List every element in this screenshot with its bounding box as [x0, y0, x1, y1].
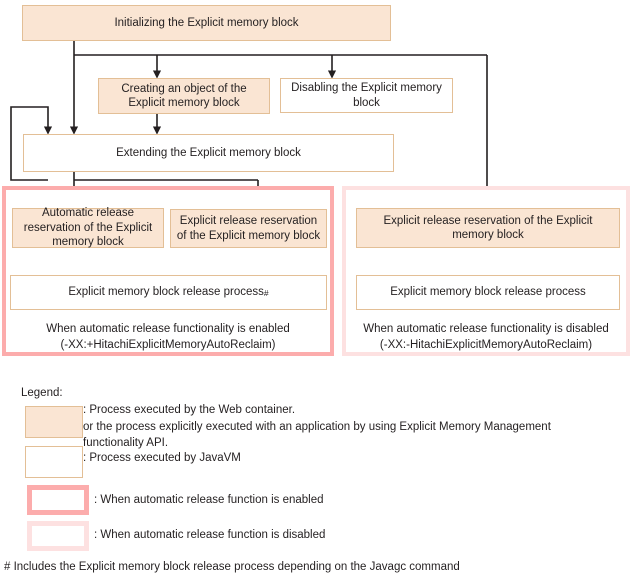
node-disabling-label: Disabling the Explicit memory block [291, 82, 442, 109]
node-automatic-release-reservation-label: Automatic release reservation of the Exp… [23, 207, 153, 249]
node-extending[interactable]: Extending the Explicit memory block [23, 134, 394, 172]
legend-text-web-container-line2: or the process explicitly executed with … [83, 420, 551, 433]
node-release-process-left-label: Explicit memory block release process [68, 286, 264, 299]
legend-swatch-auto-release-disabled [27, 521, 89, 551]
legend-text-javavm-line1: : Process executed by JavaVM [83, 452, 241, 464]
caption-enabled-line2: (-XX:+HitachiExplicitMemoryAutoReclaim) [60, 338, 276, 351]
node-creating-object[interactable]: Creating an object of the Explicit memor… [98, 78, 270, 114]
legend-text-javavm: : Process executed by JavaVM [83, 450, 483, 467]
legend-text-auto-release-enabled: : When automatic release function is ena… [94, 492, 494, 509]
node-explicit-release-reservation-left[interactable]: Explicit release reservation of the Expl… [170, 209, 327, 248]
node-extending-label: Extending the Explicit memory block [116, 146, 301, 159]
node-explicit-release-reservation-right[interactable]: Explicit release reservation of the Expl… [356, 208, 620, 248]
legend-text-web-container: : Process executed by the Web container.… [83, 402, 623, 452]
legend-text-auto-release-enabled-line1: : When automatic release function is ena… [94, 494, 324, 506]
node-initializing[interactable]: Initializing the Explicit memory block [22, 5, 391, 41]
node-explicit-release-reservation-right-label: Explicit release reservation of the Expl… [383, 214, 593, 241]
node-disabling[interactable]: Disabling the Explicit memory block [280, 78, 453, 113]
node-initializing-label: Initializing the Explicit memory block [114, 16, 299, 29]
node-release-process-right-label: Explicit memory block release process [390, 286, 586, 299]
caption-enabled: When automatic release functionality is … [6, 322, 330, 353]
legend-text-web-container-line3: functionality API. [83, 437, 169, 450]
caption-disabled: When automatic release functionality is … [346, 322, 626, 353]
node-explicit-release-reservation-left-label: Explicit release reservation of the Expl… [176, 215, 321, 242]
legend-title: Legend: [21, 387, 63, 399]
legend-swatch-web-container [25, 406, 83, 438]
legend-text-auto-release-disabled-line1: : When automatic release function is dis… [94, 529, 326, 541]
node-creating-object-label: Creating an object of the Explicit memor… [121, 82, 247, 109]
node-automatic-release-reservation[interactable]: Automatic release reservation of the Exp… [12, 207, 164, 249]
caption-enabled-line1: When automatic release functionality is … [46, 323, 290, 335]
legend-text-auto-release-disabled: : When automatic release function is dis… [94, 527, 494, 544]
node-release-process-right[interactable]: Explicit memory block release process [356, 275, 620, 310]
legend-swatch-javavm [25, 446, 83, 478]
caption-disabled-line1: When automatic release functionality is … [363, 323, 609, 335]
footnote-text: # Includes the Explicit memory block rel… [4, 561, 460, 573]
node-release-process-left[interactable]: Explicit memory block release process# [10, 275, 327, 310]
caption-disabled-line2: (-XX:-HitachiExplicitMemoryAutoReclaim) [379, 338, 593, 351]
legend-text-web-container-line1: : Process executed by the Web container. [83, 404, 296, 416]
legend-swatch-auto-release-enabled [27, 485, 89, 515]
